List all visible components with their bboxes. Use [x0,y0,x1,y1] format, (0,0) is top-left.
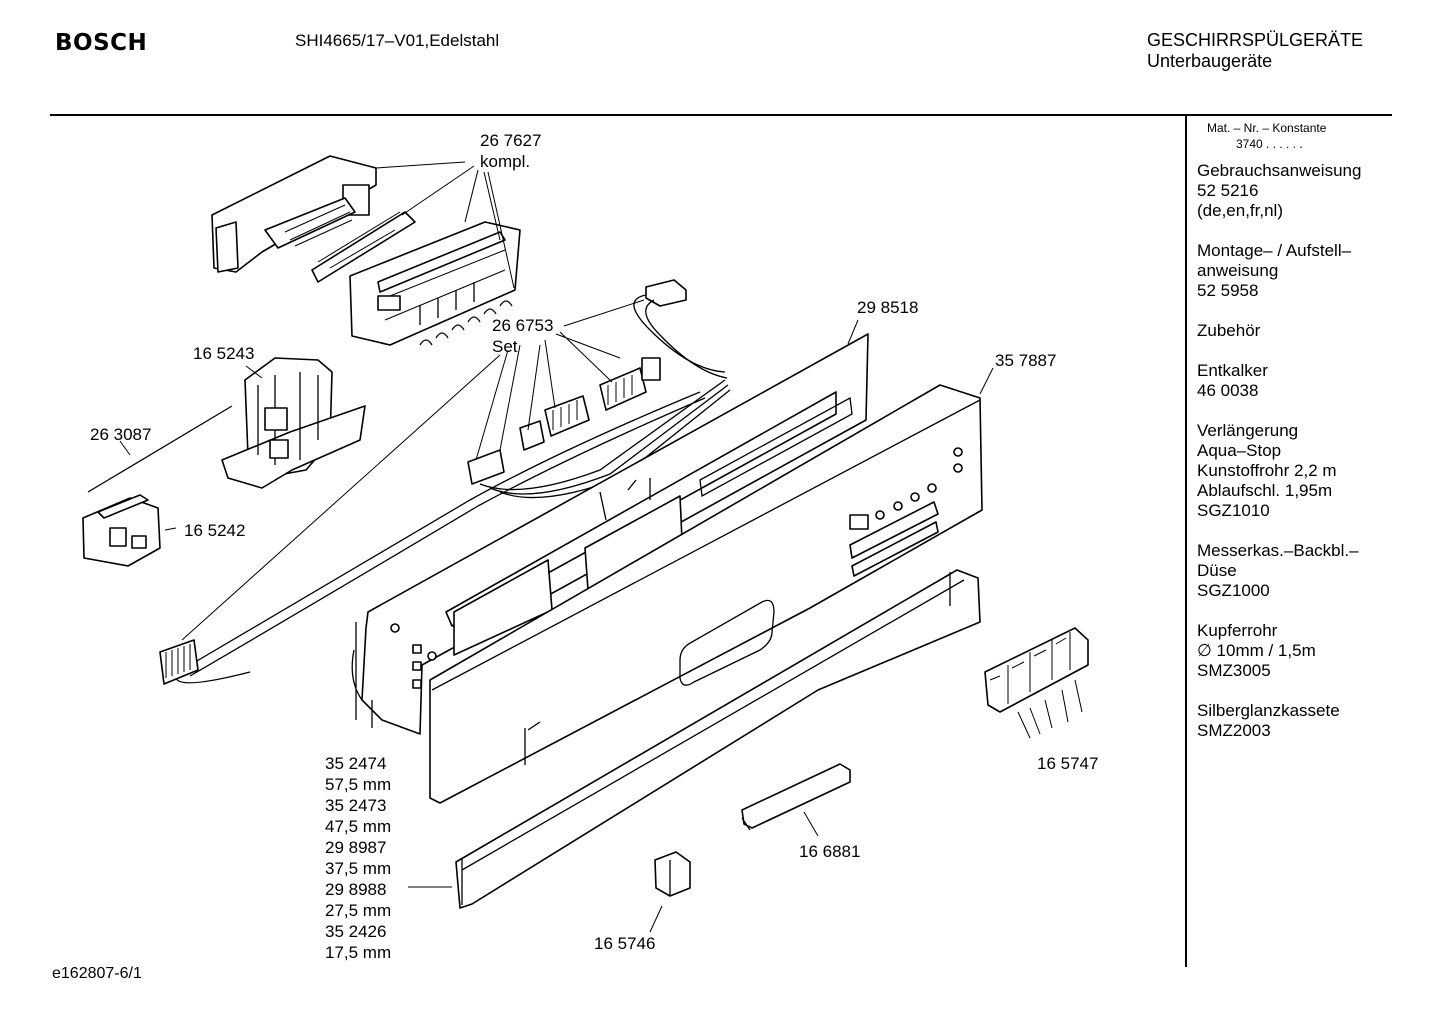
variant-line: 29 8988 [325,880,387,899]
accessory-line: Kupferrohr [1197,621,1278,640]
switch-bracket [221,357,366,489]
mat-number-label: Mat. – Nr. – Konstante [1207,121,1327,135]
part-label-165243: 16 5243 [193,344,255,363]
part-number: 26 7627 [480,131,542,150]
part-label-263087: 26 3087 [90,425,152,444]
category-title: GESCHIRRSPÜLGERÄTE [1147,30,1364,50]
variant-line: 57,5 mm [325,775,392,794]
accessory-line: 52 5958 [1197,281,1259,300]
variant-line: 27,5 mm [325,901,392,920]
part-label-165242: 16 5242 [184,521,246,540]
variant-line: 47,5 mm [325,817,392,836]
accessory-line: SGZ1010 [1197,501,1270,520]
part-label-266753: 26 6753 Set [492,315,553,357]
part-label-165747: 16 5747 [1037,754,1099,773]
variant-line: 17,5 mm [325,943,392,962]
part-note: Set [492,337,518,356]
part-label-267627: 26 7627 kompl. [480,130,541,172]
control-module-assembly [211,155,521,346]
display-digit-set [984,627,1089,713]
lower-strip-panel [455,569,981,909]
variant-line: 29 8987 [325,838,387,857]
subcategory-title: Unterbaugeräte [1147,51,1273,71]
part-label-298518: 29 8518 [857,298,919,317]
accessory-line: Gebrauchsanweisung [1197,161,1362,180]
part-label-variants: 35 2474 57,5 mm 35 2473 47,5 mm 29 8987 … [325,753,391,963]
accessory-list: Gebrauchsanweisung 52 5216 (de,en,fr,nl)… [1197,161,1387,761]
accessory-line: Kunstoffrohr 2,2 m [1197,461,1337,480]
variant-line: 35 2473 [325,796,387,815]
accessory-line: Verlängerung [1197,421,1299,440]
accessory-extension: Verlängerung Aqua–Stop Kunstoffrohr 2,2 … [1197,421,1387,521]
accessory-line: Aqua–Stop [1197,441,1282,460]
variant-line: 37,5 mm [325,859,392,878]
button-cap [654,851,691,897]
accessory-line: Entkalker [1197,361,1268,380]
accessory-line: (de,en,fr,nl) [1197,201,1283,220]
rod [87,405,233,493]
part-note: kompl. [480,152,531,171]
accessory-manual: Gebrauchsanweisung 52 5216 (de,en,fr,nl) [1197,161,1387,221]
accessory-line: SMZ3005 [1197,661,1271,680]
part-label-165746: 16 5746 [594,934,656,953]
accessory-cutlery-basket: Messerkas.–Backbl.– Düse SGZ1000 [1197,541,1387,601]
accessory-copper-pipe: Kupferrohr ∅ 10mm / 1,5m SMZ3005 [1197,621,1387,681]
accessory-line: ∅ 10mm / 1,5m [1197,641,1316,660]
accessory-descaler: Entkalker 46 0038 [1197,361,1387,401]
accessory-heading: Zubehör [1197,321,1387,341]
accessory-line: SMZ2003 [1197,721,1271,740]
variant-line: 35 2474 [325,754,387,773]
accessory-line: Silberglanzkassete [1197,701,1340,720]
part-number: 26 6753 [492,316,554,335]
header-rule [50,114,1392,116]
accessory-line: Montage– / Aufstell– [1197,241,1352,260]
door-lock [82,494,161,567]
accessory-line: 46 0038 [1197,381,1259,400]
exploded-view-drawing [82,155,1089,933]
accessory-line: 52 5216 [1197,181,1259,200]
accessory-line: Ablaufschl. 1,95m [1197,481,1333,500]
brand-logo: BOSCH [55,30,148,56]
accessory-line: SGZ1000 [1197,581,1270,600]
inner-panel-frame [351,333,869,735]
front-fascia [429,384,983,804]
accessory-line: anweisung [1197,261,1279,280]
sidebar-divider [1185,116,1187,967]
accessory-silver-cassette: Silberglanzkassete SMZ2003 [1197,701,1387,741]
drawing-id: e162807-6/1 [52,965,142,982]
part-label-357887: 35 7887 [995,351,1057,370]
accessory-installation: Montage– / Aufstell– anweisung 52 5958 [1197,241,1387,301]
cable-with-plug [159,391,706,685]
model-number: SHI4665/17–V01,Edelstahl [295,31,500,50]
cover-strip [741,763,851,831]
leader-lines [119,161,1083,933]
mat-number-value: 3740 . . . . . . [1236,137,1303,151]
part-label-166881: 16 6881 [799,842,861,861]
accessory-line: Düse [1197,561,1237,580]
accessory-line: Zubehör [1197,321,1261,340]
accessory-line: Messerkas.–Backbl.– [1197,541,1359,560]
variant-line: 35 2426 [325,922,387,941]
